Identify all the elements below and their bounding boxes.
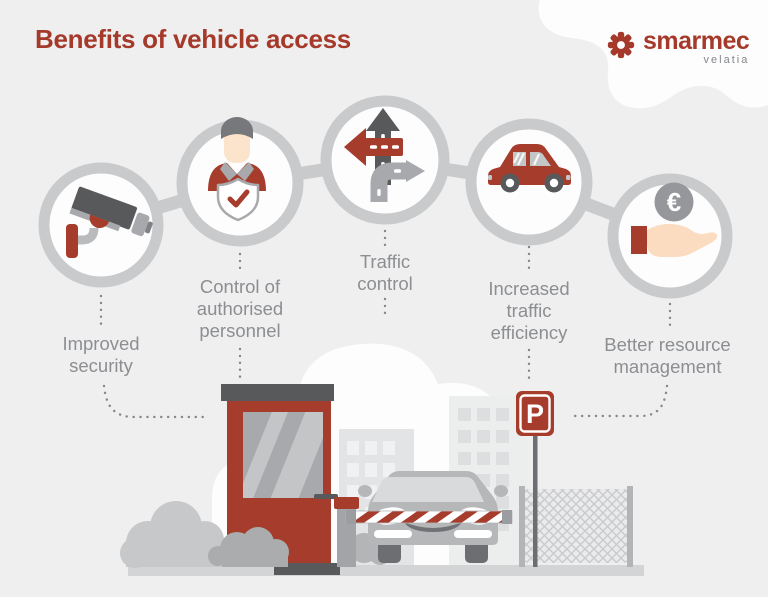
barrier-arm-cap-right [502, 510, 512, 524]
fence-post-right [627, 486, 633, 567]
parking-sign-pole [533, 430, 538, 567]
parking-sign-border [519, 394, 551, 433]
barrier-gate [334, 497, 513, 567]
direction-arrows-icon [344, 108, 425, 202]
guard-booth [221, 384, 340, 575]
dotted-connectors [99, 229, 672, 419]
sub-brand-name: velatia [703, 54, 750, 66]
bush-dark [208, 527, 289, 567]
euro-symbol: € [667, 187, 681, 217]
gear-icon [607, 31, 635, 59]
logo-text: smarmec velatia [643, 27, 750, 66]
page-title: Benefits of vehicle access [35, 24, 351, 54]
chain-link-fence [519, 486, 633, 567]
guard-shield-check-icon [208, 117, 266, 222]
barrier-post-cap [334, 497, 359, 509]
booth-door-handle [314, 494, 338, 499]
cloud-top-right [538, 0, 768, 109]
benefit-label-traffic-control: Traffic control [357, 251, 413, 294]
brand-name: smarmec [643, 27, 750, 55]
benefit-label-improved-security: Improved security [62, 333, 140, 376]
car-grille [404, 522, 462, 532]
cctv-camera-icon [66, 186, 153, 258]
car-wheel-right [465, 540, 488, 563]
car-bumper-right [454, 530, 492, 538]
barrier-arm [345, 510, 513, 524]
car-bumper-left [374, 530, 412, 538]
parking-sign: P [516, 391, 554, 567]
car-windshield [372, 477, 484, 502]
booth-base [274, 563, 340, 575]
booth-window-reflections [243, 412, 323, 498]
fence-post-left [519, 486, 525, 567]
car-wheel-left [378, 540, 401, 563]
car-mirror-right [494, 485, 508, 497]
benefit-label-resource-management: Better resource management [604, 334, 731, 377]
benefit-label-traffic-efficiency: Increased traffic efficiency [488, 278, 570, 343]
parking-sign-panel [516, 391, 554, 436]
barrier-arm-cap-left [346, 510, 356, 524]
car-side-icon [488, 144, 571, 193]
booth-roof [221, 384, 334, 401]
dotted-line-resource-bottom [570, 384, 669, 418]
car-mirror-left [358, 485, 372, 497]
brand-logo: smarmec velatia [606, 27, 750, 66]
dotted-line-security-bottom [102, 384, 208, 419]
ground-strip [128, 565, 644, 576]
hand-euro-coin-icon: € [631, 182, 718, 257]
benefit-label-authorised-personnel: Control of authorised personnel [196, 276, 284, 341]
fence-mesh [521, 489, 631, 563]
parking-sign-letter: P [526, 399, 544, 429]
